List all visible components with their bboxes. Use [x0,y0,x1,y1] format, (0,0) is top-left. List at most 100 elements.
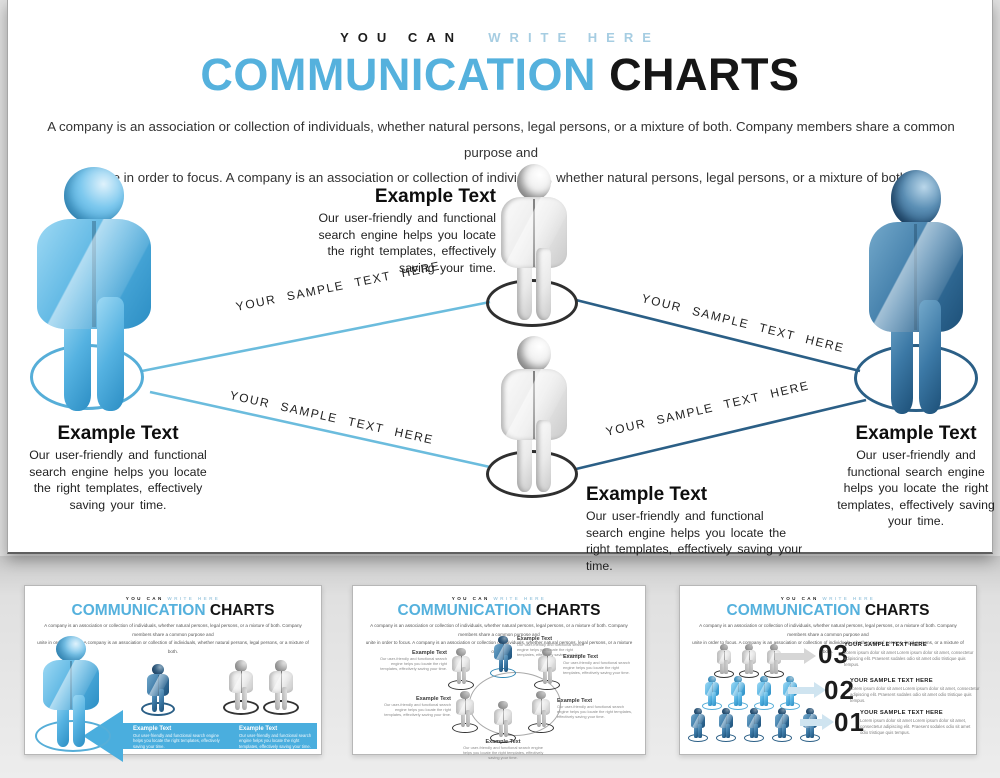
example-body: Our user-friendly and functional search … [462,745,544,761]
example-body: Our user-friendly and functional search … [586,509,803,573]
stand-ellipse [448,680,474,690]
stand-ellipse [263,700,299,715]
person-torso [501,197,568,269]
person-figure-gray [267,660,295,710]
stand-ellipse [780,702,800,710]
thumb-kicker: YOU CAN WRITE HERE [680,596,976,601]
rank-heading: YOUR SAMPLE TEXT HERE [844,642,927,648]
title-black-text: CHARTS [864,602,930,619]
stand-ellipse [490,668,516,678]
person-figure-member [537,648,557,684]
person-head [890,170,942,227]
rank-block-03: YOUR SAMPLE TEXT HERE Lorem ipsum dolor … [844,642,977,668]
person-figure-gray [227,660,255,710]
example-title: Example Text [415,696,451,702]
title-black-text: CHARTS [209,602,275,619]
person-torso [868,221,964,333]
stand-ellipse-right [854,344,978,412]
example-body: Our user-friendly and functional search … [239,733,312,749]
person-figure-right [861,170,971,416]
thumb-intro: A company is an association or collectio… [37,622,309,657]
thumbnail-slide-2[interactable]: YOU CAN WRITE HERE COMMUNICATION CHARTS … [352,585,646,760]
stand-ellipse [764,670,784,678]
person-head [778,708,786,715]
stand-ellipse [534,680,560,690]
stand-ellipse [728,702,748,710]
person-torso [494,708,512,725]
arrow-label-2: Example Text Our user-friendly and funct… [239,726,319,749]
slide-kicker: YOU CAN WRITE HERE [8,30,992,45]
example-title: Example Text [563,654,599,660]
example-title: Example Text [855,423,977,444]
thumb-kicker: YOU CAN WRITE HERE [353,596,645,601]
thumbnail-slide-1[interactable]: YOU CAN WRITE HERE COMMUNICATION CHARTS … [24,585,322,762]
rank-body: Lorem ipsum dolor sit amet Lorem ipsum d… [860,717,971,735]
person-torso [456,698,474,715]
person-head [274,660,288,672]
person-torso [705,682,719,696]
person-torso [731,682,745,696]
person-head [745,644,753,651]
person-figure-member [531,691,551,727]
title-black-text: CHARTS [535,602,601,619]
example-body: Our user-friendly and functional search … [383,702,451,718]
kicker-black-text: YOU CAN [780,596,819,601]
kicker-black-text: YOU CAN [340,30,464,45]
intro-line-1: A company is an association or collectio… [44,623,302,637]
rank-body: Lorem ipsum dolor sit amet Lorem ipsum d… [844,649,974,667]
rank-number-01: 01 [834,707,865,737]
rank-block-02: YOUR SAMPLE TEXT HERE Lorem ipsum dolor … [850,678,983,704]
row-arrow-band [788,687,814,694]
person-head [498,636,508,645]
thumb-intro: A company is an association or collectio… [692,622,964,657]
person-head [516,336,552,373]
rank-block-01: YOUR SAMPLE TEXT HERE Lorem ipsum dolor … [860,710,972,736]
person-figure-leader [493,636,513,672]
example-block-top-center: Example Text Our user-friendly and funct… [296,186,496,276]
kicker-blue-text: WRITE HERE [488,30,660,45]
example-title: Example Text [133,726,172,732]
stand-ellipse [490,733,516,743]
row-arrow-head-icon [822,714,834,730]
arrow-band [123,723,317,749]
person-row1 [746,708,762,738]
stand-ellipse [452,723,478,733]
rank-body: Lorem ipsum dolor sit amet Lorem ipsum d… [850,685,980,703]
row-arrow-head-icon [804,648,816,664]
stand-ellipse [744,734,764,742]
intro-line-1: A company is an association or collectio… [47,119,955,160]
example-body: Our user-friendly and functional search … [318,211,496,275]
example-body: Our user-friendly and functional search … [379,656,447,672]
slide-title: COMMUNICATION CHARTS [8,49,992,101]
main-slide: YOU CAN WRITE HERE COMMUNICATION CHARTS … [7,0,995,573]
person-head [542,648,552,657]
rank-number-03: 03 [818,639,849,669]
stand-ellipse [754,702,774,710]
thumb-title: COMMUNICATION CHARTS [680,602,976,620]
row-arrow-band [775,653,804,660]
person-row2 [730,676,746,706]
person-torso [501,369,568,441]
stand-ellipse [702,702,722,710]
person-head [760,676,768,683]
person-torso [691,714,705,728]
thumbnail-slide-3[interactable]: YOU CAN WRITE HERE COMMUNICATION CHARTS … [679,585,979,755]
example-title: Example Text [485,739,521,745]
intro-line-2: unite in order to focus. A company is an… [37,640,309,655]
connector-lines [141,298,867,471]
intro-line-1: A company is an association or collectio… [699,623,957,637]
example-label-upper-left: Example Text Our user-friendly and funct… [375,650,447,671]
example-title: Example Text [557,698,593,704]
person-figure-small-blue [145,664,171,712]
person-head [750,708,758,715]
stand-ellipse [141,702,175,716]
person-row1 [774,708,790,738]
person-head [516,164,552,201]
arrow-label-1: Example Text Our user-friendly and funct… [133,726,221,749]
person-figure-left [28,167,160,413]
person-head [536,691,546,700]
person-head [234,660,248,672]
person-figure-bottom-center [496,336,572,494]
thumb-title: COMMUNICATION CHARTS [353,602,645,620]
row-arrow-band [800,719,822,726]
